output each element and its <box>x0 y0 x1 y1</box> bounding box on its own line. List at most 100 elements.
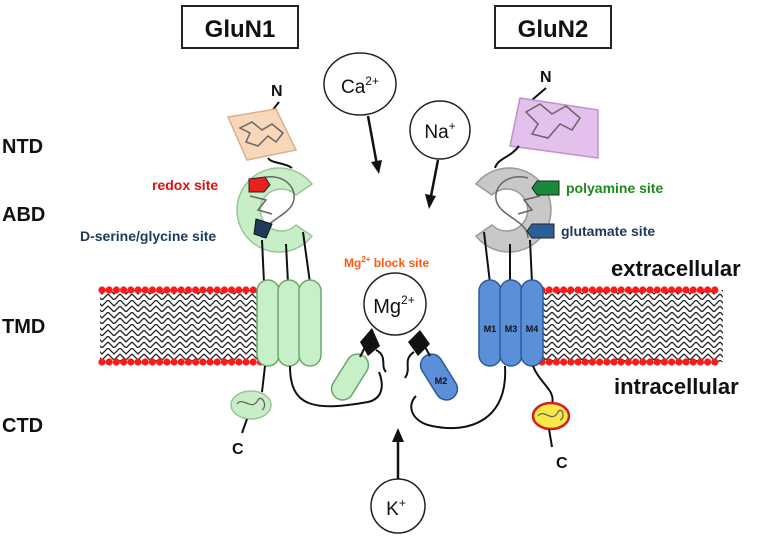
lipid-head <box>596 286 604 294</box>
ion-ca: Ca2+ <box>323 52 397 174</box>
lipid-head <box>141 286 149 294</box>
glun2-helix-m1 <box>478 279 502 367</box>
mg-block-site-label: Mg2+ block site <box>344 255 429 270</box>
lipid-head <box>588 358 597 366</box>
header-glun2-label: GluN2 <box>518 16 589 43</box>
lipid-head <box>127 286 135 294</box>
domain-label-ctd: CTD <box>2 415 43 437</box>
lipid-head <box>213 286 221 294</box>
svg-text:Mg2+: Mg2+ <box>373 293 414 318</box>
lipid-head <box>682 358 690 366</box>
intracellular-label: intracellular <box>614 374 739 399</box>
header-glun1-label: GluN1 <box>205 16 276 43</box>
ion-na-symbol: Na <box>424 122 449 143</box>
lipid-head <box>249 358 257 366</box>
glun2-pore-loop <box>408 330 430 356</box>
lipid-head <box>98 286 106 294</box>
ion-na: Na+ <box>409 100 471 209</box>
lipid-head <box>235 286 243 294</box>
lipid-head <box>163 286 171 294</box>
header-glun1: GluN1 <box>181 5 299 49</box>
lipid-head <box>156 358 164 366</box>
ion-mg-charge: 2+ <box>401 293 415 307</box>
lipid-head <box>170 358 178 366</box>
glun1-pore-loop <box>360 328 380 356</box>
lipid-head <box>617 286 625 294</box>
glun2-helix-m1-label: M1 <box>484 324 497 334</box>
lipid-head <box>624 286 633 294</box>
lipid-head <box>228 358 236 366</box>
lipid-head <box>199 358 207 366</box>
lipid-head <box>213 358 221 366</box>
glun1-ntd <box>226 108 298 161</box>
lipid-head <box>242 358 250 366</box>
lipid-head <box>148 286 156 294</box>
lipid-head <box>120 286 128 294</box>
lipid-head <box>192 286 200 294</box>
lipid-head <box>156 286 164 294</box>
lipid-head <box>696 358 705 366</box>
redox-site-label: redox site <box>152 177 218 193</box>
lipid-head <box>632 358 640 366</box>
lipid-head <box>617 358 625 366</box>
lipid-head <box>675 358 683 366</box>
lipid-head <box>163 358 171 366</box>
lipid-head <box>141 358 149 366</box>
lipid-head <box>588 286 597 294</box>
lipid-head <box>639 286 647 294</box>
lipid-head <box>704 286 712 294</box>
lipid-head <box>206 286 214 294</box>
svg-text:Na+: Na+ <box>424 119 455 143</box>
lipid-head <box>199 286 207 294</box>
extracellular-label: extracellular <box>611 256 741 281</box>
glun1-helix-2 <box>277 279 301 367</box>
glun2-c-terminus: C <box>556 455 568 472</box>
lipid-head <box>120 358 128 366</box>
glun2-helix-m3 <box>499 279 523 367</box>
glun2-helix-m4-label: M4 <box>526 324 539 334</box>
lipid-head <box>177 286 185 294</box>
header-glun2: GluN2 <box>494 5 612 49</box>
svg-text:K+: K+ <box>386 496 406 520</box>
ion-k-charge: + <box>399 496 406 510</box>
lipid-head <box>235 358 243 366</box>
lipid-head <box>134 286 142 294</box>
lipid-head <box>567 286 575 294</box>
lipid-head <box>711 286 719 294</box>
glun1-m2-helix <box>330 353 370 401</box>
lipid-head <box>596 358 604 366</box>
lipid-head <box>603 286 611 294</box>
glun2-n-terminus: N <box>540 69 552 86</box>
glun1-helix-1 <box>256 279 280 367</box>
polyamine-site-label: polyamine site <box>566 180 663 196</box>
ion-ca-symbol: Ca <box>341 77 366 98</box>
lipid-head <box>567 358 575 366</box>
svg-text:Ca2+: Ca2+ <box>341 74 379 98</box>
lipid-head <box>653 286 661 294</box>
lipid-head <box>98 358 106 366</box>
lipid-head <box>560 286 568 294</box>
polyamine-site-marker <box>531 180 560 196</box>
lipid-head <box>574 358 582 366</box>
lipid-head <box>220 358 228 366</box>
ion-mg: Mg2+ <box>363 272 427 336</box>
lipid-head <box>249 286 257 294</box>
lipid-head <box>112 358 120 366</box>
lipid-head <box>242 286 250 294</box>
glycine-site-label: D-serine/glycine site <box>80 228 216 244</box>
glun2-ntd <box>509 97 599 159</box>
membrane-left-core <box>100 290 270 362</box>
lipid-head <box>184 358 192 366</box>
domain-label-abd: ABD <box>2 204 45 226</box>
glycine-site-marker <box>253 218 273 239</box>
lipid-head <box>220 286 228 294</box>
glutamate-site-label: glutamate site <box>561 223 655 239</box>
lipid-head <box>610 358 618 366</box>
lipid-head <box>624 358 633 366</box>
lipid-head <box>192 358 200 366</box>
ion-na-charge: + <box>449 119 456 133</box>
lipid-head <box>653 358 661 366</box>
glun1-n-terminus: N <box>271 83 283 100</box>
lipid-head <box>632 286 640 294</box>
lipid-head <box>105 358 113 366</box>
